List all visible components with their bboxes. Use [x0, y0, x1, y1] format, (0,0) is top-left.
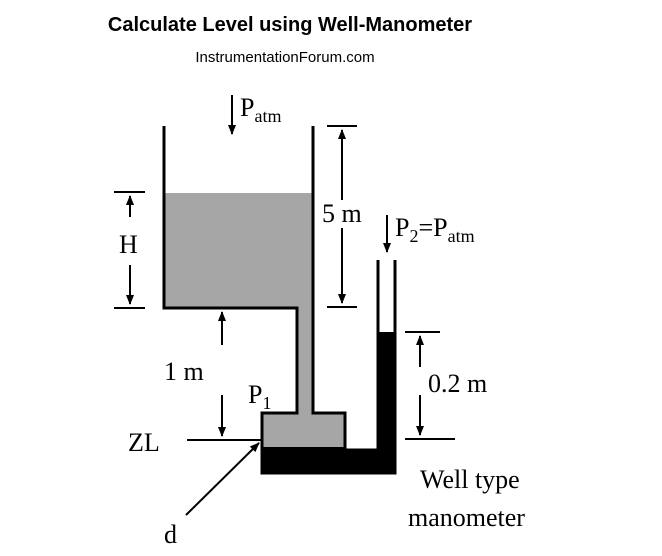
- p1-label: P1: [248, 380, 271, 413]
- p2-label: P2=Patm: [395, 213, 475, 246]
- d-arrow: [185, 442, 260, 516]
- five-m-label: 5 m: [322, 199, 362, 228]
- one-m-label: 1 m: [164, 357, 204, 386]
- zero-two-m-dimension: [405, 331, 455, 440]
- zl-label: ZL: [128, 428, 160, 457]
- patm-label: Patm: [240, 93, 281, 126]
- manometer-fluid: [262, 332, 395, 473]
- d-label: d: [164, 520, 177, 549]
- diagram-title: Calculate Level using Well-Manometer: [107, 14, 473, 36]
- manometer-label: manometer: [408, 503, 525, 532]
- h-dimension: [114, 191, 145, 309]
- tank-liquid: [164, 193, 345, 447]
- diagram-subtitle: InstrumentationForum.com: [195, 49, 375, 66]
- five-m-dimension: [327, 125, 357, 308]
- h-label: H: [119, 230, 138, 259]
- well-type-label: Well type: [420, 465, 520, 494]
- tank-walls: [162, 126, 397, 475]
- zero-two-m-label: 0.2 m: [428, 369, 487, 398]
